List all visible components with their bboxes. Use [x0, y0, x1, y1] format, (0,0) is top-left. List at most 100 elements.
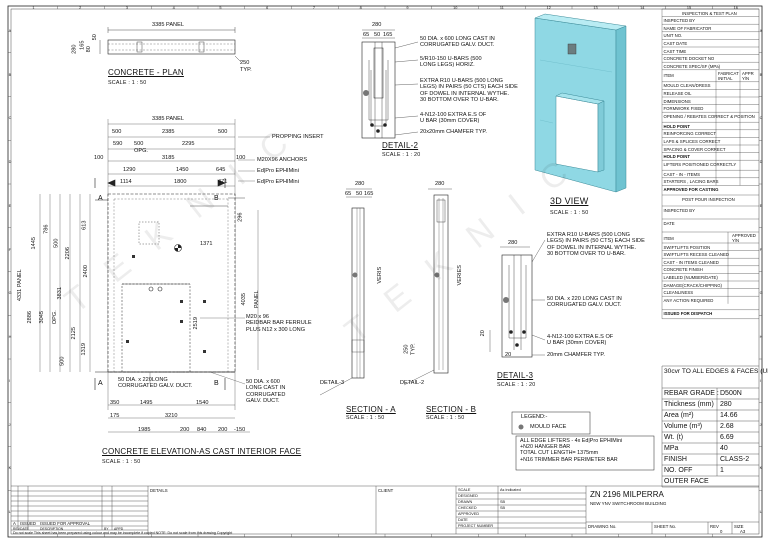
elev-dim-1450: 1450	[176, 167, 189, 173]
sa-detail-3-ref: DETAIL-3	[320, 380, 345, 386]
tb-footer-note: Do not scale This sheet has been prepare…	[13, 531, 233, 535]
grid-row-label: D	[759, 160, 763, 165]
tb-field-label: DESIGNED	[458, 494, 478, 498]
tb-size: SIZE	[734, 524, 744, 529]
grid-row-label: E	[8, 203, 12, 208]
grid-col-label: 5	[219, 5, 222, 10]
inspection-field: NAME OF FABRICATOR	[663, 25, 712, 31]
elev-propping: PROPPING INSERT	[272, 134, 324, 140]
grid-row-label: J	[8, 422, 11, 427]
detail-2-scale: SCALE : 1 : 20	[382, 152, 421, 158]
elev-panel-label: PANEL	[253, 290, 260, 309]
grid-col-label: 1	[32, 5, 35, 10]
spec-table-grid	[661, 365, 759, 488]
grid-col-label: 3	[125, 5, 128, 10]
leader-lines	[149, 136, 270, 385]
3d-view-title: 3D VIEW	[550, 196, 589, 206]
sa-dim-65: 65	[345, 191, 352, 197]
inspection-item: CAST - IN - ITEMS	[663, 171, 700, 177]
grid-row-label: D	[8, 160, 12, 165]
elev-dim-3210: 3210	[165, 413, 178, 419]
grid-row-label: H	[8, 335, 12, 340]
spec-value: 14.66	[720, 412, 738, 419]
grid-ticks	[8, 6, 762, 537]
d3-note-chamfer: 20mm CHAMFER TYP.	[547, 352, 605, 358]
sb-detail-2-ref: DETAIL-2	[400, 380, 425, 386]
inspection-item: RELEASE OIL	[663, 91, 692, 96]
elev-dim-200b: 200	[218, 427, 228, 433]
elev-dim-2519: 2519	[193, 316, 200, 330]
detail-2-drawing	[361, 29, 419, 139]
elev-dim-4331: 4331 PANEL	[16, 269, 23, 302]
elev-dim-100b: 100	[236, 155, 246, 161]
elev-dim-200a: 200	[180, 427, 190, 433]
elev-dim-4035: 4035	[241, 292, 248, 306]
grid-row-label: L	[8, 510, 11, 515]
legend-title: LEGEND:-	[521, 414, 548, 420]
section-b-drawing	[403, 188, 452, 386]
grid-col-label: 16	[733, 5, 738, 10]
grid-col-label: 7	[312, 5, 315, 10]
elev-dim-100a: 100	[94, 155, 104, 161]
d3-note-n12: 4-N12-100 EXTRA E.S OF U BAR (30mm COVER…	[547, 334, 614, 347]
revision-col-header: APPD	[114, 526, 124, 531]
elev-dim-2206: 2206	[65, 246, 72, 260]
elev-dim-500c: 500	[134, 141, 144, 147]
spec-value: 6.69	[720, 434, 734, 441]
elev-dim-500e: 500	[59, 356, 66, 366]
tb-rev: REV	[710, 524, 719, 529]
elevation-scale: SCALE : 1 : 50	[102, 459, 141, 465]
revision-col-header: BY	[104, 526, 109, 531]
d2-note-ubars: 5/R10-150 U-BARS (500 LONG LEGS) HORIZ.	[420, 56, 482, 69]
spec-cover: 30cvr TO ALL EDGES & FACES (UNO)	[664, 368, 768, 375]
inspection-item: LAPS & SPLICES CORRECT	[663, 139, 721, 144]
elev-dim-613: 613	[81, 220, 88, 230]
revision-col-header: DESCRIPTION	[40, 526, 64, 531]
tb-rev-a: A	[13, 521, 16, 526]
elev-ephi-2: Ed|Pro EPHIMini	[257, 179, 299, 185]
spec-label: Wt. (t)	[664, 434, 684, 441]
elev-dim-1290: 1290	[123, 167, 136, 173]
sb-veries: VERIES	[457, 264, 464, 286]
d2-dim-50: 50	[374, 32, 381, 38]
inspection-approved: APPROVED FOR CASTING	[663, 187, 719, 192]
elev-dim-175: 175	[110, 413, 120, 419]
elev-dim-350: 350	[110, 400, 120, 406]
elevation-title: CONCRETE ELEVATION-AS CAST INTERIOR FACE	[102, 447, 302, 456]
concrete-plan-view	[99, 27, 242, 63]
inspection-hold-point: HOLD POINT	[663, 123, 691, 129]
sa-dim-280: 280	[355, 181, 365, 187]
detail-3-scale: SCALE : 1 : 20	[497, 382, 536, 388]
post-pour-item: CLEANLINESS	[663, 290, 694, 296]
detail-3-title: DETAIL-3	[497, 371, 534, 380]
spec-value: D500N	[720, 390, 742, 397]
inspection-item: FORMWORK FIXED	[663, 106, 704, 112]
d2-note-extra: EXTRA R10 U-BARS (500 LONG LEGS) IN PAIR…	[420, 78, 518, 104]
plan-dim-165: 165	[79, 40, 86, 50]
elev-dim-1540: 1540	[196, 400, 209, 406]
inspection-field: CAST TIME	[663, 48, 687, 54]
inspection-item: STARTERS , LACING BARS	[663, 179, 719, 185]
elev-dim-1371: 1371	[200, 241, 213, 247]
d3-dim-280: 280	[508, 240, 518, 246]
3d-view-scale: SCALE : 1 : 50	[550, 210, 589, 216]
elev-dim-1319: 1319	[81, 342, 88, 356]
legend-mould-face: MOULD FACE	[530, 424, 567, 430]
grid-row-label: I	[8, 378, 10, 383]
elev-dim-1495: 1495	[140, 400, 153, 406]
grid-row-label: F	[759, 247, 762, 252]
elev-dim-150: -150	[234, 427, 246, 433]
elev-dim-296: 296	[237, 212, 244, 222]
elev-dim-3831: 3831	[57, 286, 64, 300]
title-block-grid	[11, 485, 759, 534]
elev-dim-1114: 1114	[120, 179, 132, 185]
3d-view-drawing	[534, 13, 627, 193]
edge-lifter-note: ALL EDGE LIFTERS - 4x Ed|Pro EPHIMini +N…	[520, 438, 623, 463]
grid-row-label: J	[759, 422, 762, 427]
d2-dim-165: 165	[383, 32, 393, 38]
section-a-scale: SCALE : 1 : 50	[346, 415, 385, 421]
grid-row-label: C	[759, 116, 763, 121]
plan-scale: SCALE : 1 : 50	[108, 80, 147, 86]
post-pour-item: LABELED (NUMBER/DATE)	[663, 275, 718, 280]
elev-dim-500d: 500	[53, 238, 60, 248]
